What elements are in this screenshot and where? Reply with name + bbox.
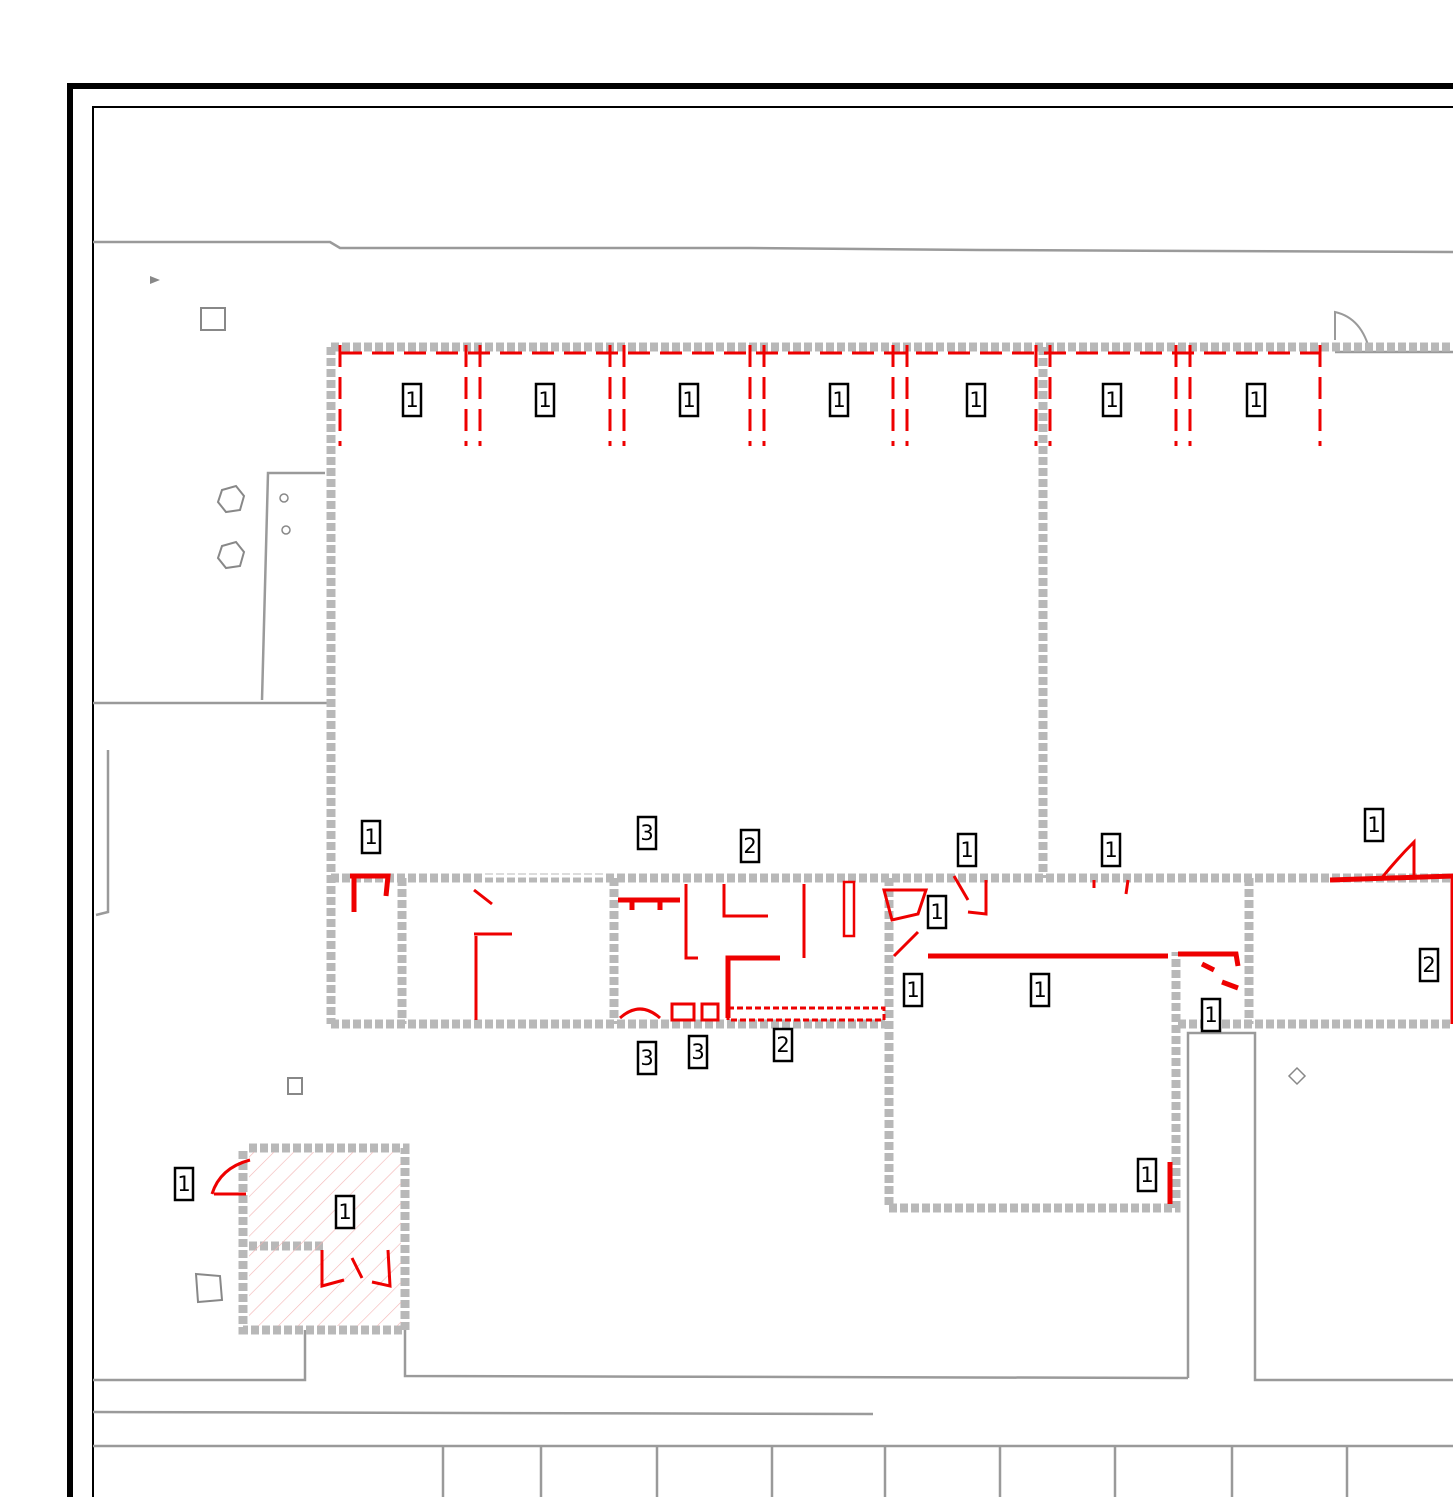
keynote-tag-box [956,832,978,868]
keynote-tag: 2 [772,1027,794,1063]
parking-stripes [441,1446,1349,1497]
keynote-tag-box [1363,807,1385,843]
keynote-tag-label: 1 [364,825,377,849]
keynote-tag-box [1418,947,1440,983]
keynote-tag: 1 [1363,807,1385,843]
demolition-lines [210,345,1453,1288]
keynote-tag-label: 1 [1033,978,1046,1002]
keynote-tag-label: 1 [906,978,919,1002]
keynote-tag: 1 [1200,997,1222,1033]
keynote-tag-label: 2 [743,834,756,858]
keynote-tag-box [636,1040,658,1076]
sheet-border [67,83,1453,1497]
keynote-tag: 2 [739,828,761,864]
keynote-tag: 1 [1245,382,1267,418]
keynote-tag-box [534,382,556,418]
keynote-tag-box [902,972,924,1008]
site-fixtures [150,276,1307,1304]
keynote-tag-box [926,894,948,930]
keynote-tag: 1 [1136,1157,1158,1193]
keynote-tag-box [965,382,987,418]
keynote-tag: 3 [687,1034,709,1070]
hatched-enclosure [249,1152,401,1326]
keynote-tag: 1 [1101,382,1123,418]
existing-walls [238,342,1453,1335]
keynote-tag-box [360,819,382,855]
keynote-tags: 1 1 1 1 1 1 1 1 3 2 1 1 1 1 1 1 2 1 3 3 2 1 1 1 [173,382,1440,1230]
keynote-tag-label: 1 [1249,388,1262,412]
keynote-tag-label: 1 [960,838,973,862]
keynote-tag-label: 1 [405,388,418,412]
keynote-tag-box [739,828,761,864]
keynote-tag-label: 1 [969,388,982,412]
keynote-tag: 1 [902,972,924,1008]
keynote-tag-label: 1 [338,1200,351,1224]
keynote-tag-label: 1 [1367,813,1380,837]
keynote-tag-label: 1 [682,388,695,412]
keynote-tag: 3 [636,815,658,851]
keynote-tag-box [1200,997,1222,1033]
keynote-tag: 1 [965,382,987,418]
keynote-tag: 1 [334,1194,356,1230]
keynote-tag-box [173,1166,195,1202]
keynote-tag: 1 [828,382,850,418]
keynote-tag: 1 [678,382,700,418]
keynote-tag-label: 1 [832,388,845,412]
keynote-tag-box [772,1027,794,1063]
keynote-tag-label: 1 [1204,1003,1217,1027]
keynote-tag: 1 [1029,972,1051,1008]
keynote-tag: 1 [360,819,382,855]
keynote-tag-label: 1 [1140,1163,1153,1187]
site-lines [92,240,1453,1497]
keynote-tag-label: 1 [177,1172,190,1196]
keynote-tag: 1 [534,382,556,418]
keynote-tag-label: 1 [1105,388,1118,412]
keynote-tag-box [636,815,658,851]
keynote-tag-box [678,382,700,418]
keynote-tag-label: 1 [538,388,551,412]
keynote-tag-label: 3 [640,821,653,845]
keynote-tag-box [687,1034,709,1070]
keynote-tag-label: 1 [930,900,943,924]
keynote-tag-label: 2 [1422,953,1435,977]
keynote-tag: 2 [1418,947,1440,983]
keynote-tag: 1 [926,894,948,930]
keynote-tag-box [1101,382,1123,418]
keynote-tag-box [1100,832,1122,868]
keynote-tag: 3 [636,1040,658,1076]
keynote-tag-box [401,382,423,418]
keynote-tag: 1 [173,1166,195,1202]
keynote-tag-label: 3 [640,1046,653,1070]
keynote-tag-box [1029,972,1051,1008]
keynote-tag: 1 [401,382,423,418]
keynote-tag-label: 3 [691,1040,704,1064]
keynote-tag: 1 [1100,832,1122,868]
keynote-tag-box [1136,1157,1158,1193]
keynote-tag-box [334,1194,356,1230]
keynote-tag-label: 1 [1104,838,1117,862]
keynote-tag-box [1245,382,1267,418]
keynote-tag-box [828,382,850,418]
keynote-tag-label: 2 [776,1033,789,1057]
keynote-tag: 1 [956,832,978,868]
